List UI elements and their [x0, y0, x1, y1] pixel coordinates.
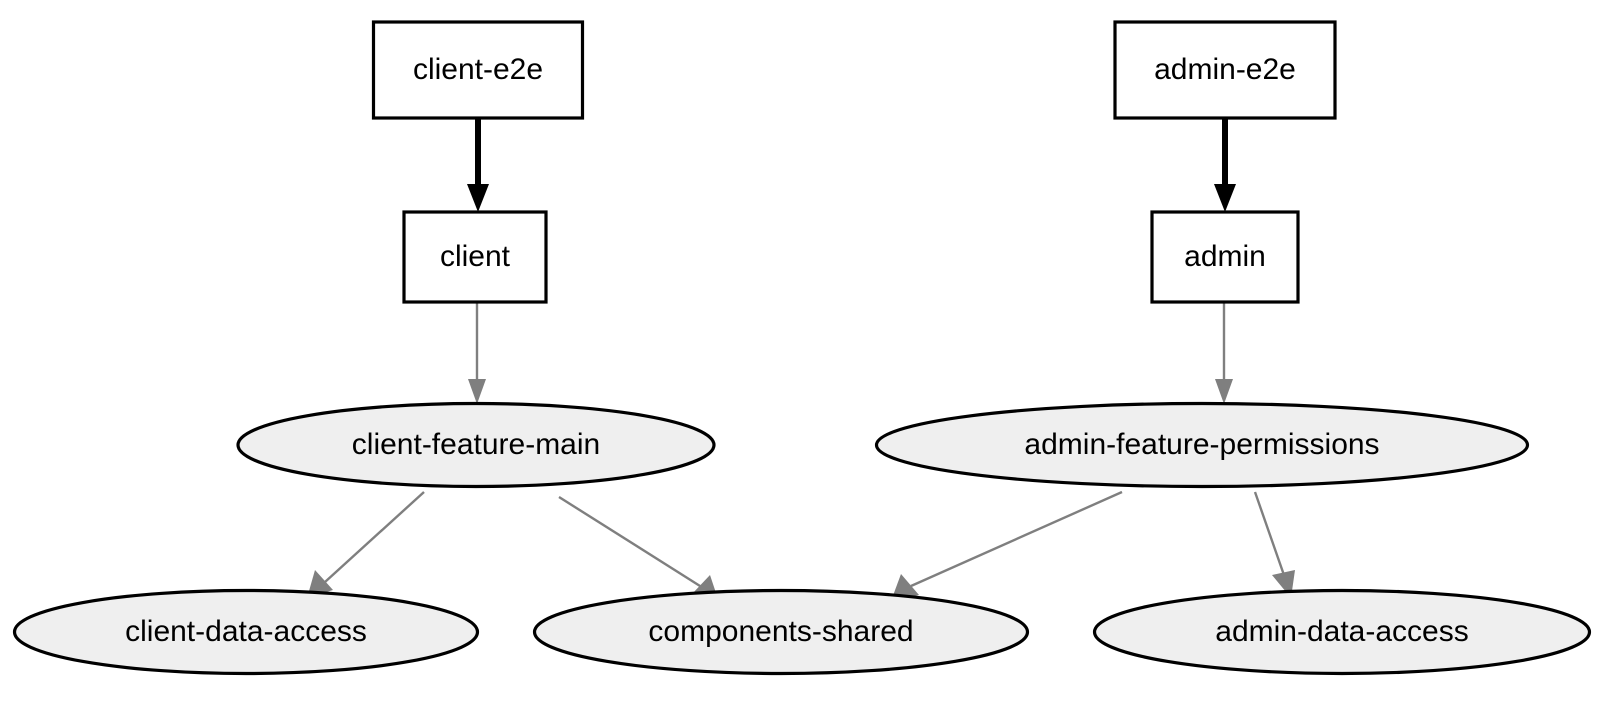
- node-layer: client-e2e client client-feature-main cl…: [12, 20, 1592, 676]
- node-label: client-feature-main: [352, 428, 600, 461]
- node-shape-ellipse[interactable]: [874, 401, 1530, 489]
- edge-admin-feature-permissions-to-admin-data-access: [1253, 491, 1295, 598]
- node-client[interactable]: client: [402, 210, 548, 304]
- edge-layer: [307, 118, 1295, 602]
- arrowhead-icon: [1215, 379, 1233, 404]
- edge-admin-to-admin-feature-permissions: [1215, 303, 1233, 404]
- node-components-shared[interactable]: components-shared: [532, 588, 1030, 676]
- node-label: client-data-access: [125, 615, 367, 648]
- node-shape-rect[interactable]: [1113, 20, 1337, 120]
- arrowhead-icon: [468, 379, 486, 404]
- node-label: components-shared: [648, 615, 913, 648]
- edge-line: [324, 491, 425, 583]
- arrowhead-icon: [467, 184, 489, 212]
- edge-line: [1253, 491, 1287, 579]
- edge-admin-feature-permissions-to-components-shared: [891, 490, 1123, 601]
- node-client-feature-main[interactable]: client-feature-main: [236, 401, 716, 489]
- arrowhead-icon: [1214, 184, 1236, 212]
- node-shape-ellipse[interactable]: [12, 588, 480, 676]
- edge-line: [910, 490, 1123, 588]
- node-label: client-e2e: [413, 53, 543, 86]
- node-shape-ellipse[interactable]: [1092, 588, 1592, 676]
- node-label: admin-feature-permissions: [1024, 428, 1379, 461]
- node-label: admin-data-access: [1215, 615, 1468, 648]
- node-admin-e2e[interactable]: admin-e2e: [1113, 20, 1337, 120]
- node-shape-ellipse[interactable]: [532, 588, 1030, 676]
- node-client-e2e[interactable]: client-e2e: [371, 20, 585, 120]
- edge-admin-e2e-to-admin: [1214, 118, 1236, 212]
- node-shape-rect[interactable]: [371, 20, 585, 120]
- node-label: admin-e2e: [1154, 53, 1296, 86]
- node-shape-rect[interactable]: [402, 210, 548, 304]
- node-admin-feature-permissions[interactable]: admin-feature-permissions: [874, 401, 1530, 489]
- node-client-data-access[interactable]: client-data-access: [12, 588, 480, 676]
- edge-client-e2e-to-client: [467, 118, 489, 212]
- edge-line: [558, 495, 701, 588]
- node-shape-rect[interactable]: [1150, 210, 1300, 304]
- node-label: client: [440, 240, 511, 273]
- node-shape-ellipse[interactable]: [236, 401, 716, 489]
- edge-client-feature-main-to-components-shared: [558, 495, 719, 602]
- edge-client-to-client-feature-main: [468, 303, 486, 404]
- edge-client-feature-main-to-client-data-access: [307, 491, 425, 598]
- node-label: admin: [1184, 240, 1266, 273]
- node-admin-data-access[interactable]: admin-data-access: [1092, 588, 1592, 676]
- node-admin[interactable]: admin: [1150, 210, 1300, 304]
